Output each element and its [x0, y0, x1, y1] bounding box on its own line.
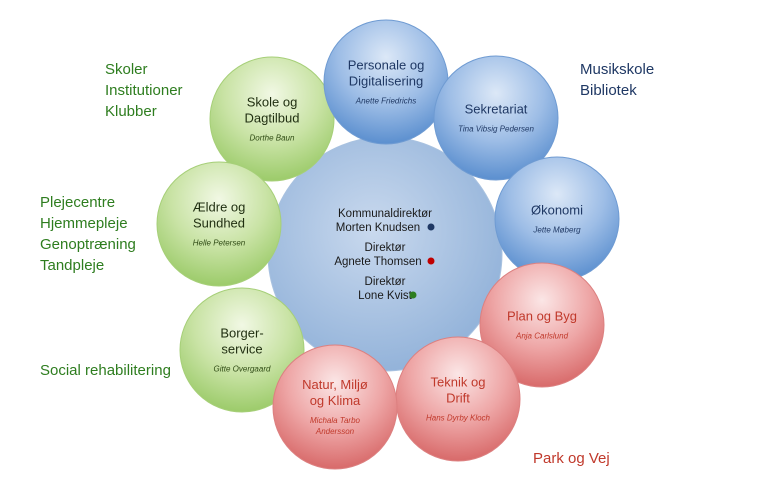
label-pleje-line: Hjemmepleje [40, 215, 128, 232]
dept-circle-shape [433, 55, 559, 181]
dept-title: Sekretariat [465, 102, 528, 117]
label-pleje-line: Genoptræning [40, 236, 136, 253]
center-role-2: Direktør [365, 242, 406, 254]
label-skoler-line: Institutioner [105, 82, 183, 99]
label-musik-line: Bibliotek [580, 82, 637, 99]
dept-title: og Klima [310, 393, 361, 408]
label-skoler-line: Skoler [105, 61, 148, 78]
dept-title: Teknik og [431, 375, 486, 390]
label-park: Park og Vej [533, 448, 610, 469]
dept-person: Jette Møberg [532, 226, 581, 235]
center-name-3: Lone Kvist [358, 290, 413, 302]
dept-person: Gitte Overgaard [214, 365, 271, 374]
dept-title: Plan og Byg [507, 309, 577, 324]
dept-circle-shape [209, 56, 335, 182]
dept-person: Anette Friedrichs [355, 97, 416, 106]
center-circle: Kommunaldirektør Morten Knudsen Direktør… [267, 136, 503, 372]
dept-title: Drift [446, 391, 470, 406]
label-social: Social rehabilitering [40, 360, 171, 381]
dept-title: Digitalisering [349, 74, 423, 89]
dept-circle-shape [156, 161, 282, 287]
center-name-2: Agnete Thomsen [334, 256, 421, 268]
center-role-1: Kommunaldirektør [338, 208, 432, 220]
label-musik: Musikskole Bibliotek [580, 59, 654, 101]
center-dot-3 [409, 291, 417, 299]
dept-title: Ældre og [193, 200, 246, 215]
dept-title: Borger- [220, 326, 263, 341]
label-social-line: Social rehabilitering [40, 362, 171, 379]
dept-title: Personale og [348, 58, 425, 73]
dept-person: Dorthe Baun [250, 134, 295, 143]
label-park-line: Park og Vej [533, 450, 610, 467]
dept-person: Andersson [315, 427, 355, 436]
label-skoler: Skoler Institutioner Klubber [105, 59, 183, 122]
dept-person: Anja Carlslund [515, 332, 569, 341]
dept-title: Natur, Miljø [302, 377, 368, 392]
dept-person: Hans Dyrby Kloch [426, 414, 491, 423]
dept-circle-shape [479, 262, 605, 388]
center-name-1: Morten Knudsen [336, 222, 420, 234]
dept-title: Økonomi [531, 203, 583, 218]
dept-circle-shape [179, 287, 305, 413]
center-dot-1 [427, 223, 435, 231]
dept-person: Helle Petersen [193, 239, 246, 248]
label-pleje-line: Plejecentre [40, 194, 116, 211]
label-pleje: Plejecentre Hjemmepleje Genoptræning Tan… [40, 192, 136, 276]
dept-circle-shape [272, 344, 398, 470]
label-musik-line: Musikskole [580, 61, 655, 78]
dept-title: service [221, 342, 262, 357]
dept-title: Dagtilbud [245, 111, 300, 126]
dept-person: Tina Vibsig Pedersen [458, 125, 534, 134]
center-role-3: Direktør [365, 276, 406, 288]
dept-person: Michala Tarbo [310, 416, 361, 425]
dept-title: Skole og [247, 95, 298, 110]
dept-circle-shape [494, 156, 620, 282]
label-pleje-line: Tandpleje [40, 257, 105, 274]
label-skoler-line: Klubber [105, 103, 157, 120]
center-dot-2 [427, 257, 435, 265]
dept-title: Sundhed [193, 216, 245, 231]
